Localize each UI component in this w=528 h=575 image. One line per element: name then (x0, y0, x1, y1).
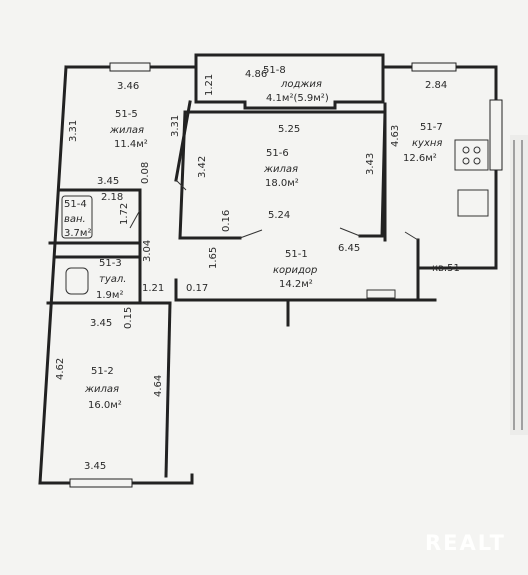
wall (381, 65, 498, 270)
burner (473, 146, 481, 154)
room-area: 12.6м² (403, 153, 437, 164)
room-area: 3.7м² (64, 228, 91, 239)
dim-label: 4.86 (245, 69, 267, 80)
room-name: туал. (99, 274, 126, 285)
fixtures (61, 139, 489, 299)
walls (38, 53, 498, 485)
burner (473, 157, 481, 165)
dim-label: 1.21 (142, 283, 164, 294)
sink (457, 189, 489, 217)
dim-label: 4.63 (390, 125, 401, 147)
dim-label: 3.45 (97, 176, 119, 187)
dim-label: 3.45 (84, 461, 106, 472)
apartment-label: кв.51 (432, 263, 460, 274)
room-code: 51-7 (420, 122, 443, 133)
dim-label: 0.08 (140, 162, 151, 184)
window (411, 62, 457, 72)
room-area: 16.0м² (88, 400, 122, 411)
dim-label: 3.04 (142, 240, 153, 262)
title-block-strip (510, 135, 528, 435)
dim-label: 0.15 (123, 307, 134, 329)
room-code: 51-8 (263, 65, 286, 76)
dim-label: 3.31 (170, 115, 181, 137)
room-code: 51-3 (99, 258, 122, 269)
dim-label: 2.84 (425, 80, 447, 91)
windows (69, 62, 503, 488)
window (109, 62, 151, 72)
door (404, 231, 419, 241)
burner (462, 157, 470, 165)
window (489, 99, 503, 171)
room-code: 51-2 (91, 366, 114, 377)
room-code: 51-1 (285, 249, 308, 260)
dim-label: 2.18 (101, 192, 123, 203)
room-name: жилая (84, 384, 119, 395)
watermark: REALT (425, 531, 506, 555)
wall (178, 110, 242, 240)
door (239, 229, 263, 239)
room-area: 1.9м² (96, 290, 123, 301)
window (69, 478, 133, 488)
room-area: 11.4м² (114, 139, 148, 150)
loggia-walls (194, 53, 385, 110)
dim-label: 3.45 (90, 318, 112, 329)
door (175, 179, 187, 191)
dim-label: 3.31 (68, 120, 79, 142)
dim-label: 3.46 (117, 81, 139, 92)
door (339, 227, 361, 237)
room-name: коридор (273, 265, 317, 276)
room-code: 51-6 (266, 148, 289, 159)
meter-box (366, 289, 396, 299)
stove (454, 139, 489, 171)
room-area: 4.1м²(5.9м²) (266, 93, 329, 104)
dim-label: 6.45 (338, 243, 360, 254)
dim-label: 5.24 (268, 210, 290, 221)
room-name: ван. (64, 214, 86, 225)
dim-label: 4.62 (55, 358, 66, 380)
dim-label: 3.42 (197, 156, 208, 178)
room-area: 14.2м² (279, 279, 313, 290)
room-code: 51-4 (64, 199, 87, 210)
door (129, 209, 141, 229)
room-name: кухня (412, 138, 442, 149)
dim-label: 3.43 (365, 153, 376, 175)
wall (164, 301, 172, 478)
room-name: лоджия (280, 79, 322, 90)
room-code: 51-5 (115, 109, 138, 120)
dim-label: 4.64 (153, 375, 164, 397)
room-name: жилая (263, 164, 298, 175)
toilet (65, 267, 89, 295)
burner (462, 146, 470, 154)
dim-label: 1.72 (119, 203, 130, 225)
wall (174, 278, 290, 327)
bathtub (61, 195, 93, 239)
room-area: 18.0м² (265, 178, 299, 189)
room-name: жилая (109, 125, 144, 136)
dim-label: 1.65 (208, 247, 219, 269)
dim-label: 1.21 (204, 74, 215, 96)
dim-label: 0.16 (221, 210, 232, 232)
dim-label: 0.17 (186, 283, 208, 294)
dim-label: 5.25 (278, 124, 300, 135)
doors (129, 179, 419, 241)
